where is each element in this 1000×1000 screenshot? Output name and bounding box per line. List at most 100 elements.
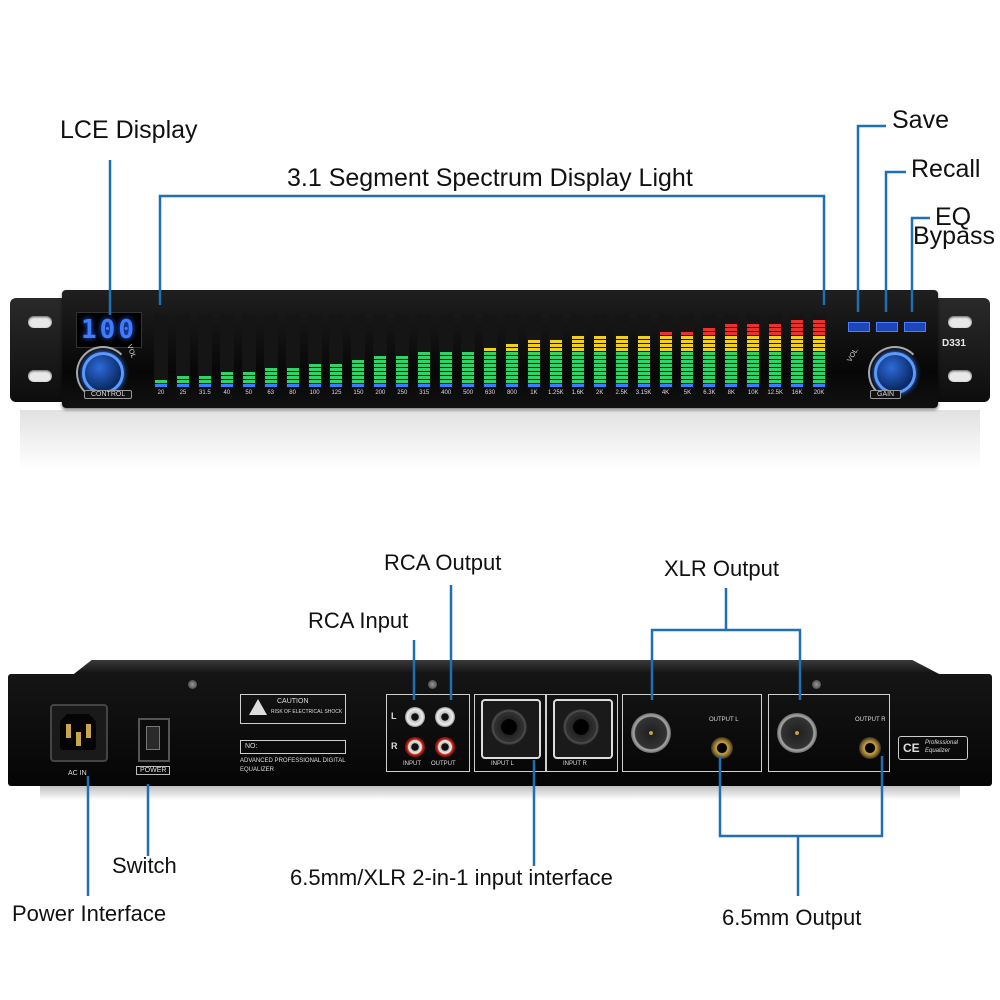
spectrum-segment [747, 376, 760, 379]
rca-output-l[interactable] [435, 707, 455, 727]
power-switch[interactable] [138, 718, 170, 762]
frequency-label: 1.25K [547, 390, 564, 396]
spectrum-segment [440, 360, 453, 363]
spectrum-segment [813, 376, 826, 379]
spectrum-segment [396, 364, 409, 367]
output-r-label: OUTPUT R [855, 717, 886, 723]
spectrum-segment [725, 364, 738, 367]
spectrum-segment [637, 372, 650, 375]
spectrum-segment [505, 384, 518, 387]
combo-input-l[interactable] [481, 699, 541, 759]
spectrum-band [570, 314, 585, 388]
spectrum-segment [505, 376, 518, 379]
spectrum-segment [659, 364, 672, 367]
spectrum-segment [637, 356, 650, 359]
eq-bypass-button[interactable] [904, 322, 926, 332]
spectrum-segment [747, 348, 760, 351]
spectrum-segment [681, 344, 694, 347]
spectrum-segment [769, 352, 782, 355]
spectrum-segment [593, 384, 606, 387]
spectrum-segment [637, 380, 650, 383]
spectrum-segment [593, 340, 606, 343]
callout-bypass: Bypass [913, 222, 995, 250]
save-button[interactable] [848, 322, 870, 332]
spectrum-segment [549, 352, 562, 355]
spectrum-band [351, 314, 366, 388]
spectrum-band [285, 314, 300, 388]
spectrum-band [592, 314, 607, 388]
spectrum-segment [725, 340, 738, 343]
spectrum-segment [440, 352, 453, 355]
rca-output-r[interactable] [435, 737, 455, 757]
spectrum-segment [813, 352, 826, 355]
spectrum-band [483, 314, 498, 388]
spectrum-segment [571, 368, 584, 371]
frequency-label: 2.5K [615, 390, 628, 396]
frequency-label: 63 [267, 390, 275, 396]
spectrum-segment [220, 380, 233, 383]
spectrum-segment [725, 384, 738, 387]
spectrum-segment [769, 384, 782, 387]
spectrum-segment [747, 332, 760, 335]
rca-input-l[interactable] [405, 707, 425, 727]
spectrum-segment [330, 376, 343, 379]
callout-rca-input: RCA Input [308, 608, 409, 633]
jack-output-r[interactable] [859, 737, 881, 759]
frequency-label: 6.3K [703, 390, 716, 396]
spectrum-segment [286, 384, 299, 387]
spectrum-segment [198, 380, 211, 383]
spectrum-segment [571, 372, 584, 375]
rca-input-r[interactable] [405, 737, 425, 757]
jack-output-l[interactable] [711, 737, 733, 759]
spectrum-segment [264, 380, 277, 383]
spectrum-segment [549, 340, 562, 343]
spectrum-segment [308, 372, 321, 375]
spectrum-segment [747, 368, 760, 371]
spectrum-segment [308, 384, 321, 387]
recall-button[interactable] [876, 322, 898, 332]
xlr-output-l[interactable] [631, 713, 671, 753]
callout-eq: EQ [935, 203, 972, 231]
spectrum-segment [637, 360, 650, 363]
rca-block: L R INPUT OUTPUT [386, 694, 470, 772]
gain-knob[interactable] [874, 352, 916, 394]
spectrum-segment [418, 368, 431, 371]
spectrum-band [263, 314, 278, 388]
spectrum-segment [418, 360, 431, 363]
control-knob[interactable] [82, 352, 124, 394]
spectrum-segment [242, 380, 255, 383]
spectrum-segment [264, 368, 277, 371]
spectrum-segment [352, 380, 365, 383]
spectrum-segment [681, 340, 694, 343]
screw-icon [812, 680, 821, 689]
power-inlet[interactable] [50, 704, 108, 762]
spectrum-segment [769, 364, 782, 367]
xlr-output-r[interactable] [777, 713, 817, 753]
combo-input-r[interactable] [553, 699, 613, 759]
spectrum-segment [725, 368, 738, 371]
output-l-block: OUTPUT L [622, 694, 762, 772]
rca-r-label: R [391, 741, 398, 751]
spectrum-segment [747, 344, 760, 347]
spectrum-segment [637, 384, 650, 387]
frequency-label: 2K [596, 390, 604, 396]
spectrum-segment [769, 380, 782, 383]
spectrum-segment [747, 336, 760, 339]
spectrum-segment [374, 368, 387, 371]
spectrum-band [724, 314, 739, 388]
spectrum-segment [527, 356, 540, 359]
spectrum-segment [505, 356, 518, 359]
spectrum-segment [352, 384, 365, 387]
callout-rca-output: RCA Output [384, 550, 502, 575]
power-pin [76, 732, 81, 746]
spectrum-segment [440, 380, 453, 383]
spectrum-segment [352, 364, 365, 367]
spectrum-segment [374, 356, 387, 359]
spectrum-segment [681, 372, 694, 375]
spectrum-segment [549, 356, 562, 359]
spectrum-segment [659, 384, 672, 387]
spectrum-segment [505, 348, 518, 351]
spectrum-segment [484, 368, 497, 371]
spectrum-segment [659, 352, 672, 355]
